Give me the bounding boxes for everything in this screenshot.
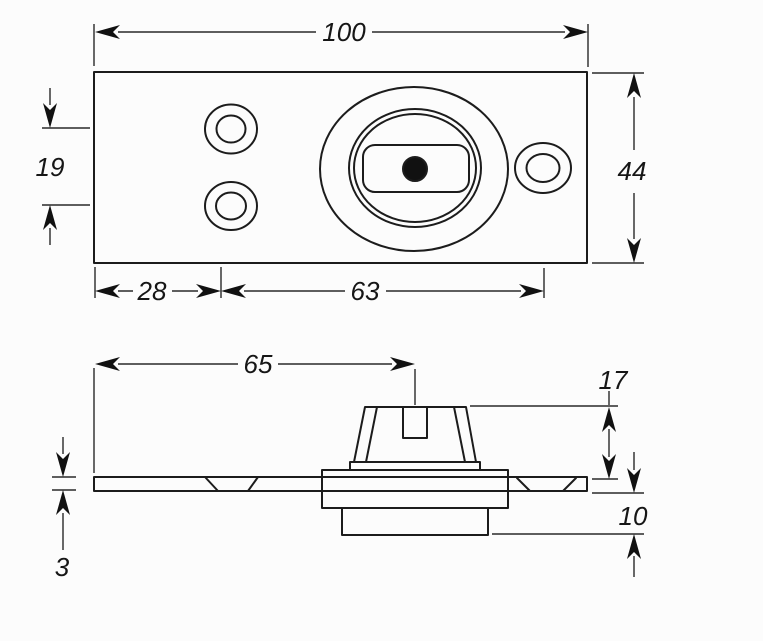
arrowhead <box>43 205 57 230</box>
screw-hole-bottom-outer <box>204 181 258 231</box>
dim-label-holes-to-pivot: 63 <box>351 276 380 306</box>
dim-19: 19 <box>36 88 90 245</box>
top-view: 100 44 19 28 63 <box>36 17 647 306</box>
arrowhead <box>221 284 246 298</box>
screw-hole-top-outer <box>204 103 258 155</box>
dim-28-63: 28 63 <box>94 267 545 306</box>
spindle-slot-section <box>402 406 428 439</box>
arrowhead <box>95 357 120 371</box>
arrowhead <box>390 357 415 371</box>
dim-100: 100 <box>93 17 589 67</box>
dim-label-overall-width: 100 <box>322 17 366 47</box>
arrowhead <box>95 25 120 39</box>
dim-44: 44 <box>592 72 647 264</box>
arrowhead <box>602 454 616 479</box>
dim-65: 65 <box>93 349 416 473</box>
screw-hole-right-inner <box>525 153 561 183</box>
side-view: 65 17 10 3 <box>52 349 648 582</box>
arrowhead <box>95 284 120 298</box>
pivot-center-dot <box>402 156 428 182</box>
dim-label-plate-thickness: 3 <box>55 552 70 582</box>
arrowhead <box>56 452 70 477</box>
cover-plate-outline <box>93 71 588 264</box>
dim-label-overall-height: 44 <box>618 156 647 186</box>
screw-hole-bottom-inner <box>215 191 247 221</box>
arrowhead <box>627 238 641 263</box>
arrowhead <box>627 73 641 98</box>
arrowhead <box>627 534 641 559</box>
lower-body-outline <box>341 507 489 536</box>
screw-hole-top-inner <box>215 114 247 144</box>
dim-3: 3 <box>52 437 76 582</box>
pivot-boss-ring-outer <box>348 108 482 228</box>
spindle-face-lines <box>365 406 466 463</box>
dim-label-center-offset: 65 <box>244 349 273 379</box>
arrowhead <box>43 103 57 128</box>
dim-label-spindle-height: 17 <box>599 365 629 395</box>
screw-hole-right-outer <box>514 142 572 194</box>
arrowhead <box>602 407 616 432</box>
countersink-left <box>204 476 259 492</box>
pivot-boss-ring-inner <box>353 113 477 223</box>
dim-label-edge-to-holes: 28 <box>137 276 167 306</box>
pivot-boss-outer <box>319 86 509 252</box>
countersink-right <box>516 477 577 492</box>
spindle-slot-outline <box>362 144 470 193</box>
flange-block-outline <box>321 469 509 509</box>
arrowhead <box>563 25 588 39</box>
collar-outline <box>349 461 481 471</box>
dim-10: 10 <box>492 452 648 577</box>
arrowhead <box>627 468 641 493</box>
arrowhead <box>519 284 544 298</box>
arrowhead <box>56 490 70 515</box>
dim-17: 17 <box>470 365 629 480</box>
dim-label-body-depth: 10 <box>619 501 648 531</box>
dim-label-hole-pitch: 19 <box>36 152 65 182</box>
spindle-outline <box>353 406 477 463</box>
arrowhead <box>196 284 221 298</box>
plate-section-outline <box>93 476 588 492</box>
